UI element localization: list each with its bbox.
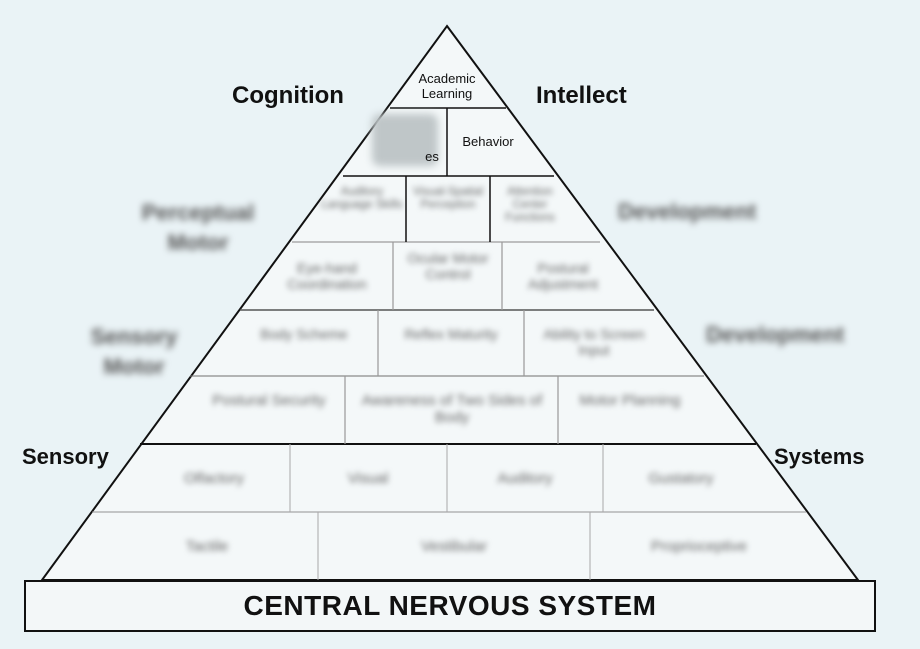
cell-postural-adjustment: Postural Adjustment xyxy=(527,260,599,293)
label-intellect: Intellect xyxy=(536,82,627,109)
cell-gustatory: Gustatory xyxy=(648,470,714,487)
label-sensory-motor: Sensory Motor xyxy=(90,324,178,379)
cell-auditory-language: Auditory Language Skills xyxy=(321,186,403,212)
label-perceptual-motor: Perceptual Motor xyxy=(141,200,255,255)
label-development-lower: Development xyxy=(706,322,845,347)
label-development-upper: Development xyxy=(618,199,757,224)
cell-vestibular: Vestibular xyxy=(421,538,487,555)
cell-academic-learning: Academic Learning xyxy=(418,71,476,101)
cell-olfactory: Olfactory xyxy=(183,470,244,487)
base-label: CENTRAL NERVOUS SYSTEM xyxy=(243,590,657,621)
pyramid-shape xyxy=(40,24,860,581)
cell-adl-partial: es xyxy=(425,149,439,164)
cell-auditory-system: Auditory xyxy=(497,470,553,487)
obscured-region xyxy=(372,114,438,166)
cell-two-sides: Awareness of Two Sides of Body xyxy=(361,392,543,427)
cell-body-scheme: Body Scheme xyxy=(260,326,348,342)
cell-visual-spatial: Visual-Spatial Perception xyxy=(412,186,484,212)
label-sensory: Sensory xyxy=(22,444,109,469)
cell-motor-planning: Motor Planning xyxy=(579,392,681,409)
cell-reflex-maturity: Reflex Maturity xyxy=(404,326,498,342)
base-block: CENTRAL NERVOUS SYSTEM xyxy=(24,580,876,632)
cell-visual-system: Visual xyxy=(347,470,389,487)
cell-behavior: Behavior xyxy=(462,134,514,149)
cell-eye-hand: Eye-hand Coordination xyxy=(287,260,367,293)
cell-attention-center: Attention Center Functions xyxy=(505,186,555,225)
label-cognition: Cognition xyxy=(232,82,344,109)
label-systems: Systems xyxy=(774,444,865,469)
cell-proprioceptive: Proprioceptive xyxy=(651,538,747,555)
cell-postural-security: Postural Security xyxy=(212,392,326,409)
cell-screen-input: Ability to Screen Input xyxy=(543,326,645,359)
cell-tactile: Tactile xyxy=(185,538,229,555)
cell-ocular-motor: Ocular Motor Control xyxy=(407,250,489,283)
